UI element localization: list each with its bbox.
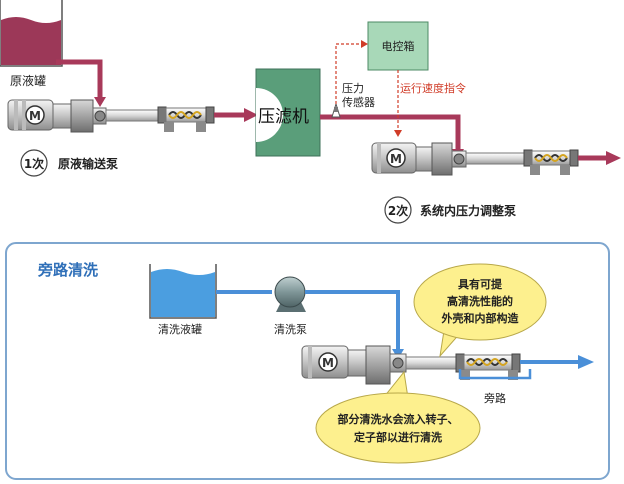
raw-liquid-tank: [0, 0, 63, 67]
svg-text:M: M: [390, 152, 402, 166]
control-box: [367, 21, 429, 71]
sensor-label-line1: 压力: [342, 82, 364, 95]
callout-housing-structure: [413, 263, 547, 358]
pump1-number-badge: 1次: [20, 149, 48, 177]
pump2-label: 系统内压力调整泵: [420, 203, 516, 218]
callout2-line2: 定子部以进行清洗: [354, 430, 442, 444]
arrow-right-icon: [578, 355, 594, 369]
pump1-number: 1次: [24, 156, 44, 171]
arrow-right-icon: [94, 97, 106, 107]
pump2-number-badge: 2次: [384, 196, 412, 224]
wash-pipe-to-main-pump: [305, 290, 400, 350]
pressure-adjust-pump: M: [371, 142, 579, 176]
raw-tank-label: 原液罐: [10, 73, 46, 88]
callout2-line1: 部分清洗水会流入转子、: [338, 412, 459, 426]
bypass-label: 旁路: [484, 391, 506, 405]
pump2-number: 2次: [388, 203, 408, 218]
motor-icon: [318, 352, 338, 372]
svg-text:M: M: [29, 109, 41, 123]
wash-tank-label: 清洗液罐: [158, 322, 202, 336]
wash-pump: [274, 276, 306, 312]
motor-icon: [25, 105, 45, 125]
callout1-line2: 高清洗性能的: [447, 294, 513, 308]
arrow-right-icon: [244, 108, 258, 122]
pressure-sensor: [331, 102, 341, 118]
filter-press: [255, 68, 321, 157]
control-box-label: 电控箱: [382, 39, 415, 53]
product-pipe-feed: [56, 59, 103, 98]
bypass-pump: M: [301, 345, 521, 385]
sensor-label-line2: 传感器: [342, 96, 375, 109]
bypass-line: [458, 369, 532, 380]
primary-feed-pump: M: [7, 99, 215, 133]
sensor-signal-line: [335, 43, 362, 104]
speed-command-label: 运行速度指令: [400, 81, 466, 95]
pump1-label: 原液输送泵: [58, 156, 118, 171]
arrow-right-icon: [361, 40, 368, 48]
filter-press-label: 压滤机: [258, 107, 309, 127]
bypass-section-title: 旁路清洗: [37, 261, 98, 279]
product-pipe-to-pump2: [320, 114, 461, 150]
motor-icon: [386, 148, 406, 168]
callout1-line1: 具有可提: [458, 277, 503, 291]
wash-pump-label: 清洗泵: [274, 323, 307, 336]
callout-rotor-cleaning: [315, 370, 481, 464]
arrow-right-icon: [606, 151, 621, 165]
svg-text:M: M: [322, 356, 334, 370]
callout1-line3: 外壳和内部构造: [441, 311, 520, 325]
arrow-down-icon: [394, 130, 402, 137]
